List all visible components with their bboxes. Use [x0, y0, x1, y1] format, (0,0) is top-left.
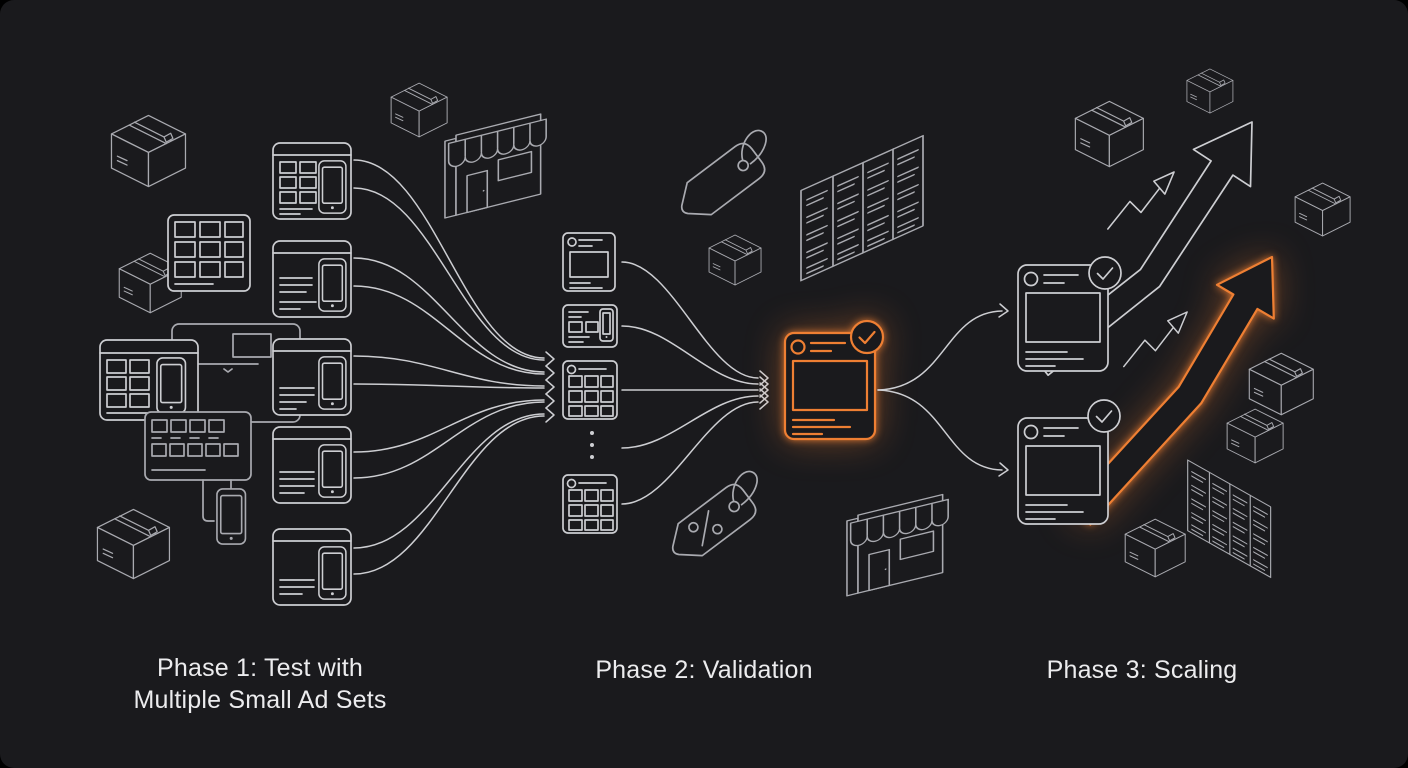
grid-card-icon: [562, 360, 618, 420]
package-box-icon: [1186, 68, 1234, 114]
scaled-ad-card-icon: [1017, 256, 1122, 372]
phase-1-label-line2: Multiple Small Ad Sets: [133, 686, 387, 714]
trend-arrow-icon: [1107, 171, 1175, 230]
ad-set-card-icon: [273, 339, 351, 415]
discount-tag-icon: [660, 467, 777, 569]
winning-ad-highlight: [783, 319, 885, 441]
ad-set-card-icon: [273, 529, 351, 605]
phase-3-label: Phase 3: Scaling: [1046, 656, 1238, 684]
ad-set-card-icon: [273, 427, 351, 503]
phase-1-label-line1: Phase 1: Test with: [156, 654, 364, 682]
image-grid-icon: [167, 214, 251, 292]
spreadsheet-table-icon: [800, 134, 924, 282]
storefront-icon: [444, 111, 547, 219]
orange-growth-arrow-icon: [1068, 255, 1275, 526]
flow-arrow-fan: [877, 303, 1009, 477]
package-box-icon: [1124, 518, 1186, 578]
price-tag-icon: [669, 126, 786, 228]
scaled-ad-card-icon: [1017, 399, 1121, 525]
package-box-icon: [390, 82, 448, 138]
package-box-icon: [708, 234, 762, 286]
package-box-icon: [96, 508, 171, 580]
storefront-icon: [846, 492, 949, 597]
social-post-card-icon: [562, 232, 616, 292]
package-box-icon: [1226, 408, 1284, 464]
flow-arrow-fan: [621, 261, 769, 505]
package-box-icon: [1074, 100, 1144, 168]
ad-layout-card-icon: [99, 339, 199, 421]
smartphone-icon: [216, 488, 247, 545]
package-box-icon: [1294, 182, 1351, 237]
ad-set-card-icon: [273, 241, 351, 317]
trend-arrow-icon: [1123, 311, 1188, 368]
ad-set-card-icon: [273, 143, 351, 219]
phase-1-label: Phase 1: Test with Multiple Small Ad Set…: [133, 652, 386, 716]
asset-thumbnails-card-icon: [144, 411, 252, 522]
package-box-icon: [1248, 352, 1314, 416]
ellipsis-dots: [590, 431, 594, 459]
package-box-icon: [110, 114, 187, 188]
grid-card-icon: [562, 474, 618, 534]
spreadsheet-table-icon: [1186, 459, 1272, 579]
phase-2-label: Phase 2: Validation: [595, 656, 813, 684]
flow-arrow-fan: [353, 159, 555, 575]
layout-card-icon: [562, 304, 618, 348]
